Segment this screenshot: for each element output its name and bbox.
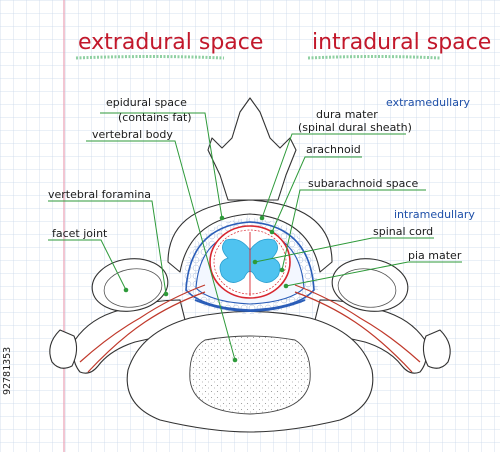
label-intramedullary: intramedullary (394, 208, 475, 221)
posterior-longitudinal-band (194, 299, 306, 312)
label-spinal-dural-sheath: (spinal dural sheath) (298, 121, 412, 134)
leader-vertebral-body (86, 140, 236, 361)
leader-vertebral-foramina (48, 200, 167, 295)
facet-joints (91, 258, 409, 312)
left-facet-inner (103, 268, 163, 308)
stock-id-watermark: 92781353 (2, 347, 13, 395)
leader-facet-joint (48, 239, 127, 291)
intradural-underline (307, 55, 441, 60)
left-facet (91, 258, 169, 312)
spinal-cord (209, 225, 291, 299)
label-pia-mater: pia mater (408, 249, 462, 262)
vertebral-arch (167, 199, 333, 273)
label-vertebral-foramina: vertebral foramina (48, 188, 151, 201)
intradural-header: intradural space (312, 30, 491, 55)
label-epidural-fat: (contains fat) (118, 111, 192, 124)
label-epidural-space: epidural space (106, 96, 187, 109)
label-extramedullary: extramedullary (386, 96, 470, 109)
label-subarachnoid-space: subarachnoid space (308, 177, 418, 190)
right-nerve-root (294, 284, 421, 363)
leader-spinal-cord (254, 237, 434, 263)
right-facet (331, 258, 409, 312)
spinal-nerves (79, 284, 421, 373)
extradural-underline (75, 55, 225, 60)
label-arachnoid: arachnoid (306, 143, 361, 156)
label-dura-mater: dura mater (316, 108, 378, 121)
dura-mater-outer (185, 221, 315, 311)
leader-arachnoid (271, 156, 362, 233)
left-lateral-mass (49, 329, 78, 369)
body-cancellous-bone (189, 335, 311, 415)
right-lateral-mass (422, 329, 451, 369)
leader-lines (48, 112, 462, 361)
leader-subarachnoid (281, 189, 426, 271)
label-facet-joint: facet joint (52, 227, 108, 240)
left-nerve-root-2 (87, 291, 206, 373)
right-nerve-root-2 (294, 291, 413, 373)
label-spinal-cord: spinal cord (373, 225, 433, 238)
leader-dura (261, 133, 406, 219)
leader-pia (285, 261, 462, 287)
leader-epidural (100, 112, 223, 219)
label-vertebral-body: vertebral body (92, 128, 173, 141)
left-nerve-root (79, 284, 206, 363)
extradural-header: extradural space (78, 30, 263, 55)
leader-dots (123, 215, 289, 363)
